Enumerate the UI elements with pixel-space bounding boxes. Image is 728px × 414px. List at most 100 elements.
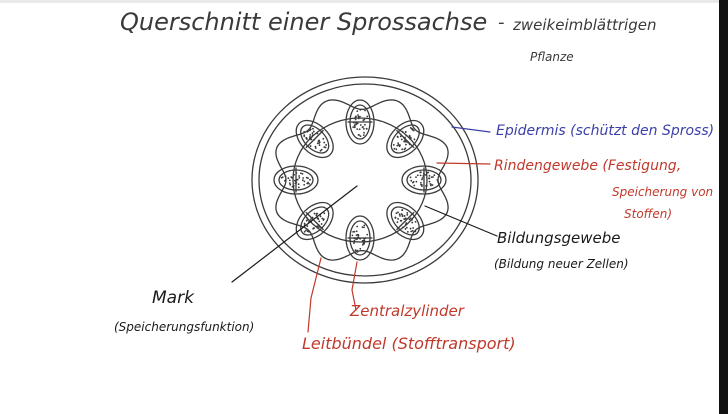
bundle-dot: [394, 216, 397, 219]
bundle-dot: [393, 144, 396, 147]
vascular-bundle: [274, 166, 318, 194]
leit-leader-line: [308, 258, 321, 332]
bundle-dot: [359, 128, 361, 130]
bundle-dot: [431, 176, 433, 178]
bundle-dot: [421, 179, 423, 181]
bundle-dot: [430, 184, 432, 186]
bundle-dot: [366, 128, 368, 130]
stem-cross-section: [252, 77, 478, 283]
bundle-dot: [395, 148, 398, 151]
bundle-dot: [366, 234, 368, 236]
bundle-dot: [429, 175, 431, 177]
bundle-dot: [352, 231, 354, 233]
bundle-dot: [313, 212, 316, 215]
vascular-bundle: [346, 216, 374, 260]
bundle-dot: [416, 181, 418, 183]
bundle-dot: [400, 138, 403, 141]
bundle-dot: [291, 177, 293, 179]
bundle-dot: [298, 183, 300, 185]
bundle-dot: [363, 128, 365, 130]
bundle-dot: [356, 226, 358, 228]
bundle-dot: [410, 180, 412, 182]
bundle-dot: [429, 181, 431, 183]
bundle-dot: [393, 147, 396, 150]
bundle-dot: [397, 142, 400, 145]
bundle-dot: [360, 135, 362, 137]
bundle-dot: [363, 243, 365, 245]
bundle-dot: [420, 171, 422, 173]
bundle-dot: [320, 223, 323, 226]
bundle-dot: [436, 179, 438, 181]
bundle-dot: [414, 221, 417, 224]
bundle-dot: [309, 145, 312, 148]
bundle-dot: [429, 178, 431, 180]
bundle-dot: [303, 222, 306, 225]
bundle-dot: [302, 173, 304, 175]
bundle-dot: [358, 134, 360, 136]
label-bildungsgewebe-line2: (Bildung neuer Zellen): [494, 257, 629, 271]
bundle-dot: [289, 182, 291, 184]
vascular-bundle: [346, 100, 374, 144]
bundle-dot: [406, 212, 409, 215]
bundle-dot: [364, 124, 366, 126]
label-mark-function: (Speicherungsfunktion): [114, 320, 254, 334]
bundle-dot: [359, 238, 361, 240]
bundle-dot: [362, 127, 364, 129]
bundle-dot: [363, 225, 365, 227]
bundle-dot: [312, 127, 315, 130]
bundle-dot: [363, 134, 365, 136]
bundle-dot: [360, 109, 362, 111]
bundle-dot: [401, 209, 404, 212]
bundle-dot: [363, 238, 365, 240]
bundle-dot: [360, 124, 362, 126]
bundle-dot: [421, 184, 423, 186]
title-main: Querschnitt einer Sprossachse: [120, 8, 487, 36]
bundle-dot: [413, 185, 415, 187]
bundle-dot: [323, 141, 326, 144]
bildung-leader-line: [425, 206, 497, 236]
bundle-dot: [397, 218, 400, 221]
bundle-dot: [405, 143, 408, 146]
bundle-dot: [295, 179, 297, 181]
bundle-dot: [363, 132, 365, 134]
bundle-dot: [422, 175, 424, 177]
bundle-dot: [363, 227, 365, 229]
bundle-dot: [396, 221, 399, 224]
bundle-dot: [352, 235, 354, 237]
title-subtitle-line1: zweikeimblättrigen: [512, 16, 656, 34]
label-zentralzylinder: Zentralzylinder: [349, 302, 465, 320]
bundle-dot: [289, 184, 291, 186]
bundle-dot: [356, 250, 358, 252]
bundle-dot: [353, 242, 355, 244]
bundle-dot: [285, 179, 287, 181]
bundle-dot: [356, 110, 358, 112]
epidermis-inner-ring: [259, 84, 471, 276]
bundle-dot: [413, 138, 416, 141]
bundle-dot: [412, 182, 414, 184]
bundle-dot: [403, 215, 406, 218]
bundle-dot: [298, 187, 300, 189]
mark-leader-line: [232, 186, 357, 282]
bundle-dot: [356, 128, 358, 130]
bundle-dot: [358, 118, 360, 120]
bundle-dot: [366, 116, 368, 118]
bundle-dot: [433, 174, 435, 176]
bundle-dot: [417, 174, 419, 176]
bundle-dot: [355, 119, 357, 121]
bundle-dot: [425, 174, 427, 176]
bundle-dot: [420, 175, 422, 177]
label-epidermis: Epidermis (schützt den Spross): [496, 123, 714, 139]
bundle-dot: [357, 123, 359, 125]
bundle-dot: [285, 175, 287, 177]
label-mark: Mark: [152, 288, 195, 308]
bundle-dot: [364, 110, 366, 112]
bundle-dot: [303, 184, 305, 186]
bundle-dot: [298, 175, 300, 177]
bundle-dot: [411, 221, 414, 224]
vascular-bundle: [380, 196, 431, 247]
bundle-dot: [352, 126, 354, 128]
bundle-dot: [309, 134, 312, 137]
title-dash: -: [498, 12, 505, 33]
label-rindengewebe-line2: Speicherung von: [612, 185, 713, 199]
bundle-dot: [318, 144, 321, 147]
